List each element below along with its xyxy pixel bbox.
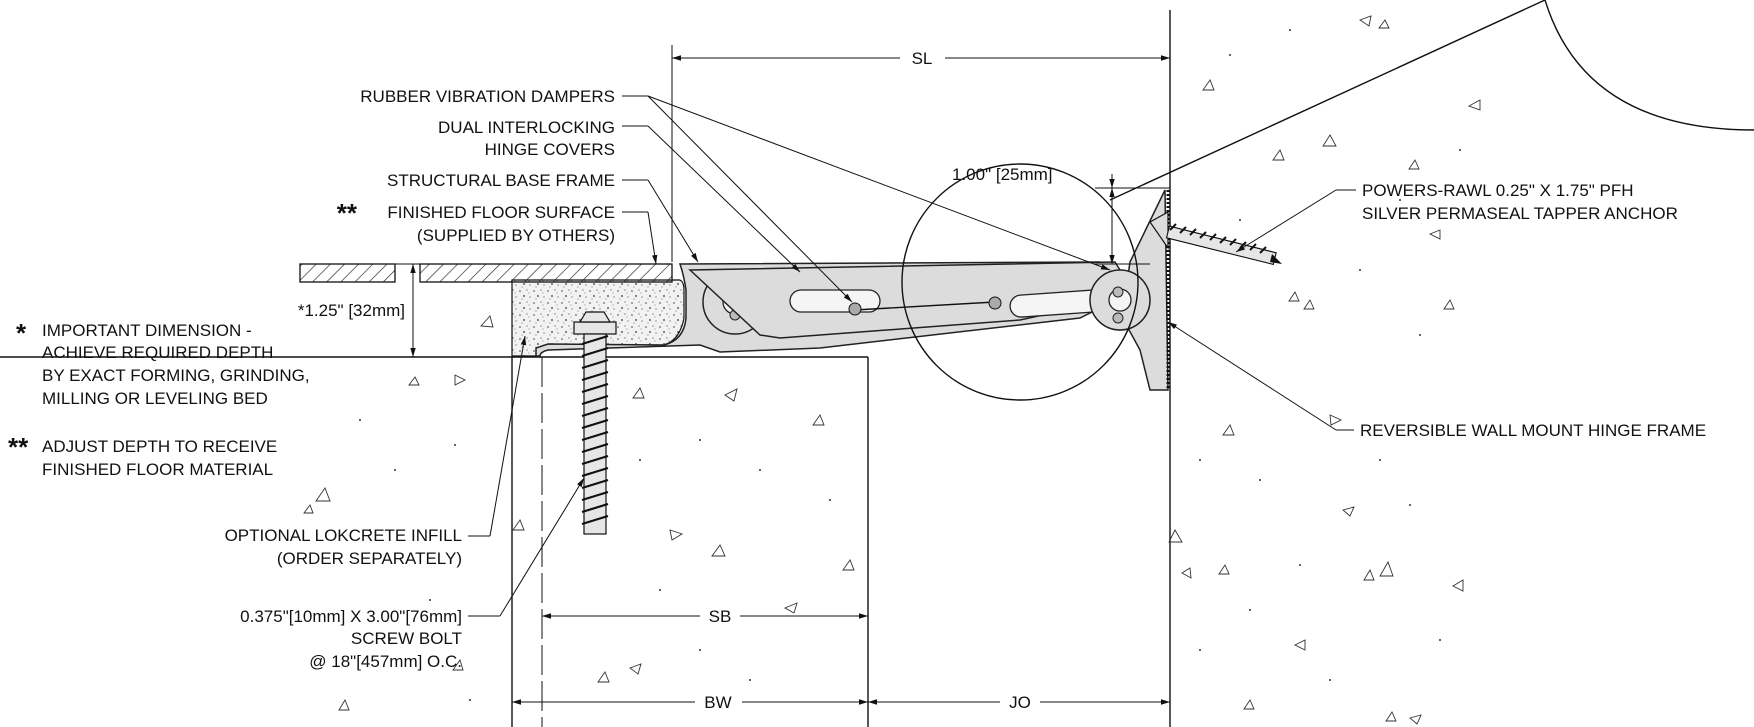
dimension-bw: BW bbox=[512, 693, 868, 712]
concrete-aggregate-triangles bbox=[303, 15, 1481, 725]
note1-mark: * bbox=[16, 318, 27, 348]
callout-rubber-dampers-text: RUBBER VIBRATION DAMPERS bbox=[360, 87, 615, 106]
screw-bolt bbox=[573, 311, 617, 535]
tapper-anchor bbox=[1149, 210, 1282, 266]
note2-mark: ** bbox=[8, 432, 29, 462]
callout-base-frame-text: STRUCTURAL BASE FRAME bbox=[387, 171, 615, 190]
dimension-bw-label: BW bbox=[704, 693, 731, 712]
callout-anchor-text-1: POWERS-RAWL 0.25" X 1.75" PFH bbox=[1362, 181, 1634, 200]
callout-wall-frame-text: REVERSIBLE WALL MOUNT HINGE FRAME bbox=[1360, 421, 1706, 440]
concrete-slab-block bbox=[512, 356, 869, 727]
callout-lokcrete-text-2: (ORDER SEPARATELY) bbox=[277, 549, 462, 568]
callout-screw-bolt: 0.375"[10mm] X 3.00"[76mm] SCREW BOLT @ … bbox=[240, 477, 585, 671]
callout-lokcrete: OPTIONAL LOKCRETE INFILL (ORDER SEPARATE… bbox=[225, 335, 527, 568]
callout-screw-text-1: 0.375"[10mm] X 3.00"[76mm] bbox=[240, 607, 462, 626]
callout-finished-floor-stars: ** bbox=[337, 198, 358, 228]
note-adjust-depth: ** ADJUST DEPTH TO RECEIVE FINISHED FLOO… bbox=[8, 432, 277, 479]
dimension-sl-label: SL bbox=[912, 49, 933, 68]
note2-line-1: ADJUST DEPTH TO RECEIVE bbox=[42, 437, 277, 456]
hinge-link-rod bbox=[854, 301, 996, 311]
note2-line-2: FINISHED FLOOR MATERIAL bbox=[42, 460, 273, 479]
finished-floor-surface bbox=[299, 263, 673, 283]
note1-line-1: IMPORTANT DIMENSION - bbox=[42, 321, 252, 340]
detail-leader bbox=[1109, 0, 1546, 201]
note-important-dimension: * IMPORTANT DIMENSION - ACHIEVE REQUIRED… bbox=[16, 318, 310, 408]
dimension-sl: SL bbox=[671, 45, 1171, 262]
dimension-jo-label: JO bbox=[1009, 693, 1031, 712]
detail-circle bbox=[901, 163, 1139, 401]
rubber-damper-1 bbox=[848, 302, 862, 316]
callout-hinge-covers-text-1: DUAL INTERLOCKING bbox=[438, 118, 615, 137]
callout-base-frame: STRUCTURAL BASE FRAME bbox=[387, 171, 699, 263]
detail-magnified-arc bbox=[1544, 0, 1754, 131]
callout-wall-frame: REVERSIBLE WALL MOUNT HINGE FRAME bbox=[1167, 321, 1706, 440]
dimension-floor-depth: *1.25" [32mm] bbox=[298, 263, 512, 358]
dimension-anchor-depth-label: 1.00" [25mm] bbox=[952, 165, 1053, 184]
callout-lokcrete-text-1: OPTIONAL LOKCRETE INFILL bbox=[225, 526, 462, 545]
dimension-anchor-depth: 1.00" [25mm] bbox=[952, 165, 1170, 265]
callout-tapper-anchor: POWERS-RAWL 0.25" X 1.75" PFH SILVER PER… bbox=[1235, 181, 1678, 253]
note1-line-2: ACHIEVE REQUIRED DEPTH bbox=[42, 343, 273, 362]
interlocking-hinge-cover bbox=[688, 261, 1121, 339]
callout-hinge-covers-text-2: HINGE COVERS bbox=[485, 140, 615, 159]
callout-screw-text-3: @ 18"[457mm] O.C. bbox=[309, 652, 462, 671]
dimension-jo: JO bbox=[868, 693, 1170, 712]
callout-rubber-dampers: RUBBER VIBRATION DAMPERS bbox=[360, 87, 1111, 303]
note1-line-3: BY EXACT FORMING, GRINDING, bbox=[42, 366, 310, 385]
dimension-sb-label: SB bbox=[709, 607, 732, 626]
callout-hinge-covers: DUAL INTERLOCKING HINGE COVERS bbox=[438, 118, 801, 273]
callout-screw-text-2: SCREW BOLT bbox=[351, 629, 462, 648]
note1-line-4: MILLING OR LEVELING BED bbox=[42, 389, 268, 408]
wall-frame-knuckle bbox=[1089, 269, 1151, 331]
callout-finished-floor-text-1: FINISHED FLOOR SURFACE bbox=[387, 203, 615, 222]
concrete-aggregate-dots bbox=[359, 29, 1461, 701]
dimension-sb: SB bbox=[542, 607, 868, 626]
dimension-floor-depth-label: *1.25" [32mm] bbox=[298, 301, 405, 320]
callout-anchor-text-2: SILVER PERMASEAL TAPPER ANCHOR bbox=[1362, 204, 1678, 223]
callout-finished-floor: ** FINISHED FLOOR SURFACE (SUPPLIED BY O… bbox=[337, 198, 658, 265]
rubber-damper-2 bbox=[988, 296, 1002, 310]
callout-finished-floor-text-2: (SUPPLIED BY OTHERS) bbox=[417, 226, 615, 245]
